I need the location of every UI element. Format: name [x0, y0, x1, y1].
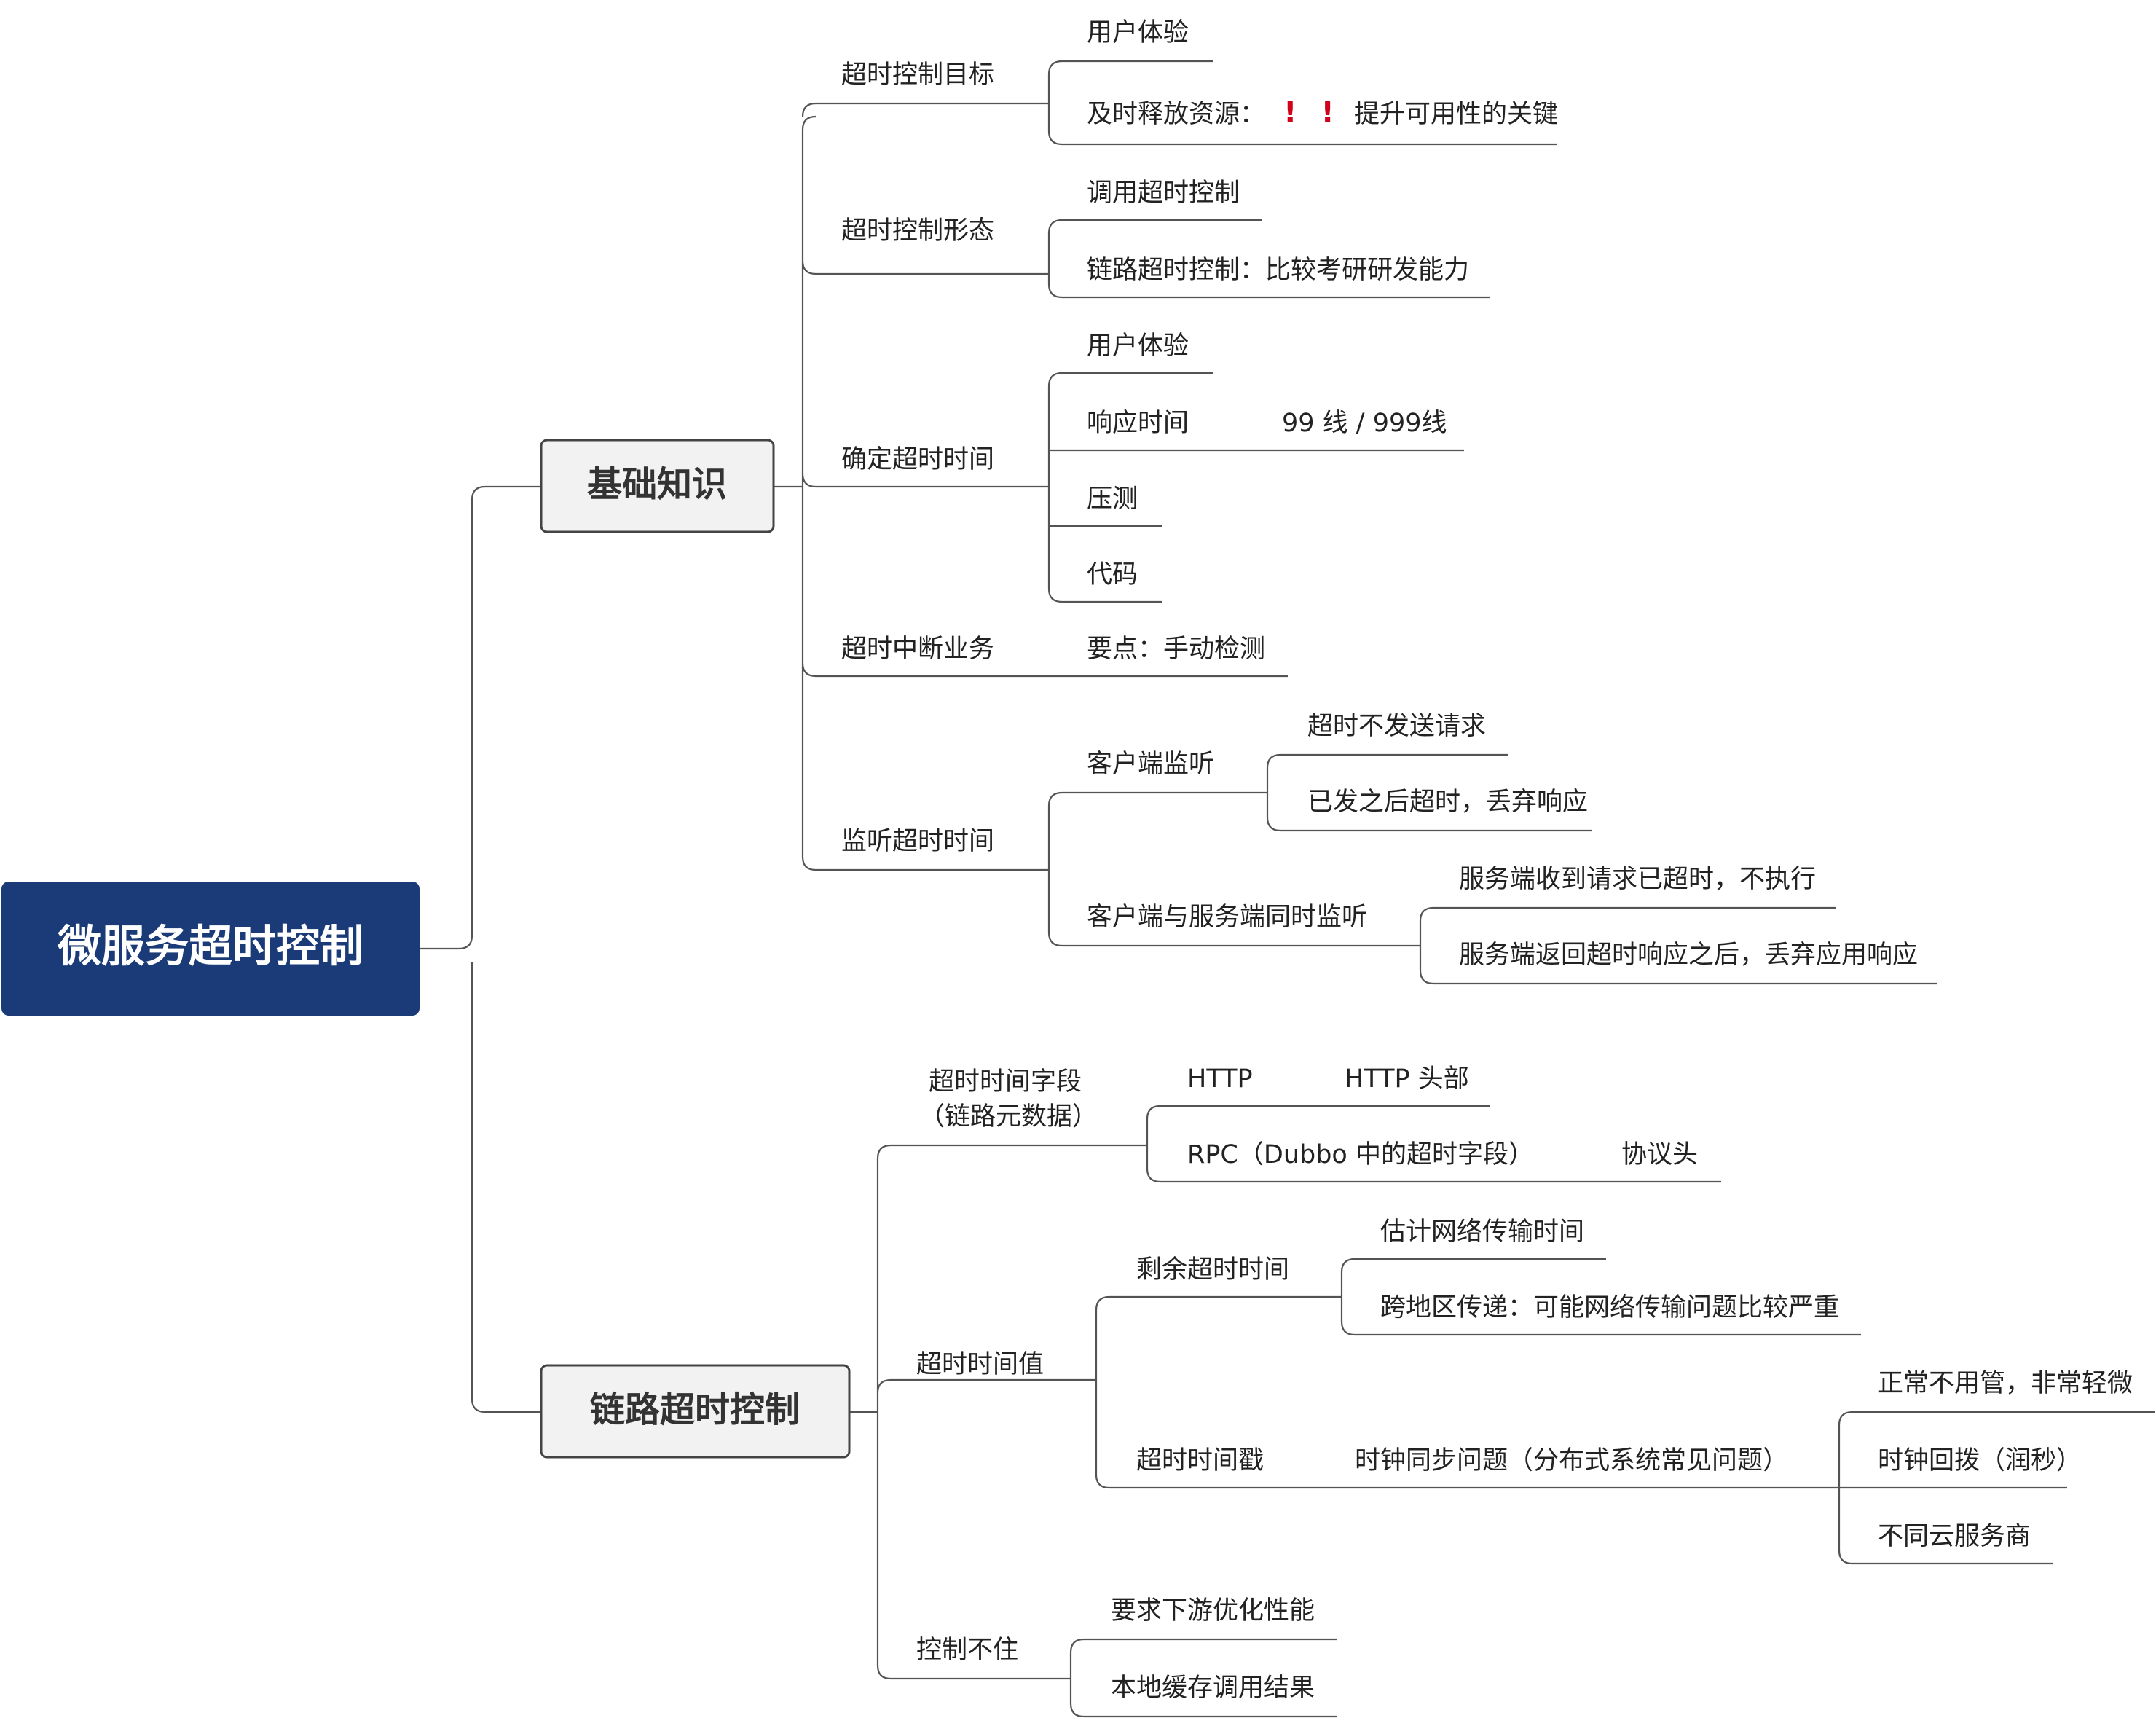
branch-chain[interactable]: 链路超时控制 — [540, 1364, 851, 1459]
leaf-timestamp-rollback[interactable]: 时钟回拨（润秒） — [1878, 1446, 2082, 1475]
leaf-timestamp-cloud[interactable]: 不同云服务商 — [1878, 1522, 2031, 1551]
leaf-remaining-cross-region[interactable]: 跨地区传递：可能网络传输问题比较严重 — [1380, 1293, 1839, 1322]
topic-timeout-value[interactable]: 超时时间值 — [916, 1350, 1044, 1379]
topic-interrupt[interactable]: 超时中断业务 — [841, 635, 994, 664]
subtopic-remaining-timeout[interactable]: 剩余超时时间 — [1136, 1255, 1289, 1284]
topic-form[interactable]: 超时控制形态 — [841, 216, 994, 246]
leaf-goal-release-prefix: 及时释放资源： — [1087, 100, 1265, 129]
underlines — [816, 60, 2155, 1718]
root-node-box — [1, 882, 420, 1016]
topic-uncontrolled[interactable]: 控制不住 — [916, 1636, 1018, 1665]
topic-timeout-field-line1: 超时时间字段 — [929, 1067, 1082, 1097]
topic-timeout-field-line2: （链路元数据） — [919, 1102, 1098, 1131]
leaf-client-no-send[interactable]: 超时不发送请求 — [1307, 712, 1486, 741]
leaf-field-http[interactable]: HTTP — [1187, 1064, 1253, 1094]
connector-determine — [1047, 372, 1063, 603]
leaf-goal-user-experience[interactable]: 用户体验 — [1087, 18, 1189, 47]
leaf-determine-user-experience[interactable]: 用户体验 — [1087, 332, 1189, 361]
leaf-uncontrolled-cache[interactable]: 本地缓存调用结果 — [1111, 1674, 1315, 1703]
branch-chain-box — [540, 1364, 851, 1459]
topic-listen[interactable]: 监听超时时间 — [841, 827, 994, 856]
connector-root — [420, 485, 541, 1413]
leaf-determine-stress-test[interactable]: 压测 — [1087, 485, 1138, 514]
leaf-server-skip[interactable]: 服务端收到请求已超时，不执行 — [1459, 865, 1816, 894]
leaf-interrupt-key-point[interactable]: 要点：手动检测 — [1087, 635, 1265, 664]
leaf-remaining-estimate[interactable]: 估计网络传输时间 — [1380, 1217, 1584, 1247]
leaf-determine-response-time[interactable]: 响应时间 — [1087, 409, 1189, 438]
branch-basics-label: 基础知识 — [587, 464, 727, 505]
exclamation-icon: ! — [1321, 96, 1334, 130]
connector-basics — [774, 115, 1049, 871]
leaf-client-discard[interactable]: 已发之后超时，丢弃响应 — [1307, 788, 1588, 817]
connector-listen — [816, 791, 1420, 947]
connector-value — [1095, 1295, 1839, 1489]
topic-goal[interactable]: 超时控制目标 — [841, 60, 994, 90]
branch-basics[interactable]: 基础知识 — [540, 439, 775, 533]
subtopic-client-listen[interactable]: 客户端监听 — [1087, 750, 1214, 779]
leaf-goal-release[interactable]: 及时释放资源： ! ! 提升可用性的关键 — [1087, 96, 1558, 130]
connector-client — [1266, 753, 1281, 832]
connector-both — [1419, 906, 1434, 985]
leaf-determine-code[interactable]: 代码 — [1087, 560, 1138, 589]
root-node-label: 微服务超时控制 — [57, 922, 363, 973]
connector-timestamp — [1838, 1411, 1853, 1565]
connectors — [420, 60, 1853, 1718]
connector-form — [1047, 219, 1063, 299]
leaf-uncontrolled-optimize[interactable]: 要求下游优化性能 — [1111, 1596, 1315, 1625]
exclamation-icon: ! — [1283, 96, 1297, 130]
connector-basics-goal — [801, 102, 1049, 117]
connector-goal — [1047, 60, 1063, 146]
connector-uncontrolled — [1069, 1638, 1085, 1718]
leaf-form-chain-timeout[interactable]: 链路超时控制：比较考研研发能力 — [1087, 256, 1469, 285]
leaf-timestamp-clock-sync[interactable]: 时钟同步问题（分布式系统常见问题） — [1355, 1446, 1788, 1475]
branch-basics-box — [540, 439, 775, 533]
subtopic-both-listen[interactable]: 客户端与服务端同时监听 — [1087, 903, 1367, 932]
topic-timeout-field[interactable]: 超时时间字段 （链路元数据） — [919, 1067, 1098, 1131]
leaf-timestamp-normal[interactable]: 正常不用管，非常轻微 — [1878, 1369, 2133, 1398]
leaf-client-discard-app[interactable]: 服务端返回超时响应之后，丢弃应用响应 — [1459, 941, 1918, 970]
branch-chain-label: 链路超时控制 — [590, 1389, 800, 1430]
connector-field — [1146, 1105, 1161, 1183]
leaf-form-call-timeout[interactable]: 调用超时控制 — [1087, 179, 1240, 208]
topic-determine[interactable]: 确定超时时间 — [841, 445, 994, 474]
connector-remaining — [1340, 1258, 1356, 1336]
leaf-field-http-header[interactable]: HTTP 头部 — [1345, 1064, 1469, 1094]
root-node[interactable]: 微服务超时控制 — [1, 882, 420, 1016]
leaf-goal-release-suffix: 提升可用性的关键 — [1354, 100, 1558, 129]
subtopic-timeout-timestamp[interactable]: 超时时间戳 — [1136, 1446, 1264, 1475]
leaf-field-protocol-header[interactable]: 协议头 — [1621, 1140, 1698, 1169]
leaf-field-rpc[interactable]: RPC（Dubbo 中的超时字段） — [1187, 1140, 1534, 1169]
connector-chain — [849, 1144, 1096, 1680]
leaf-determine-percentile[interactable]: 99 线 / 999线 — [1282, 409, 1447, 438]
